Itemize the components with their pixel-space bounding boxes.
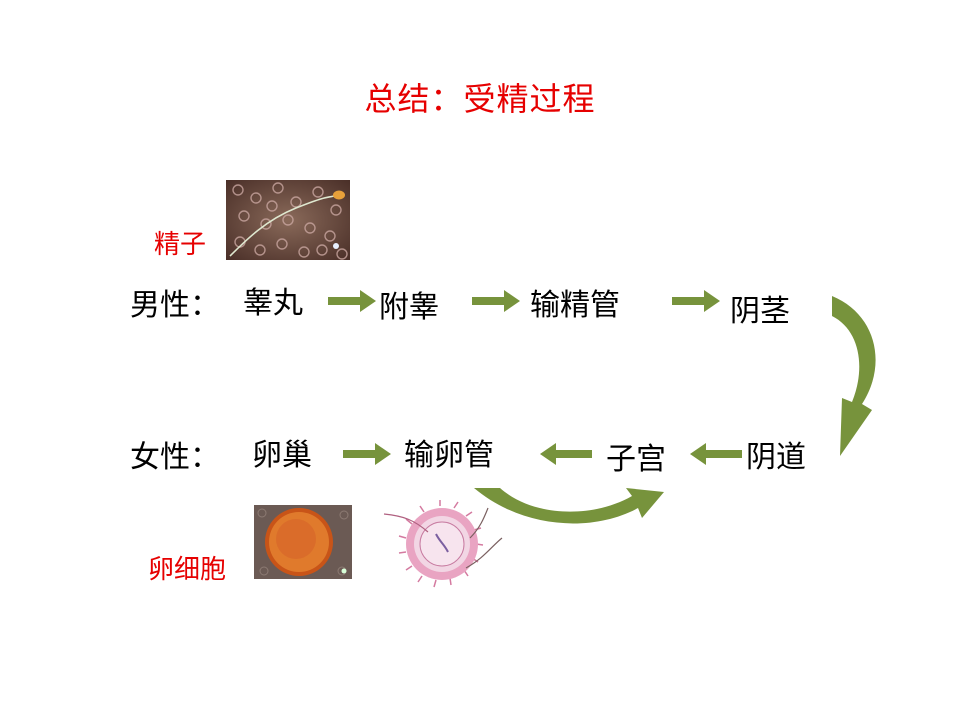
male-label: 男性： (130, 288, 220, 323)
arrow-right-icon (328, 290, 376, 312)
female-step-oviduct: 输卵管 (404, 438, 494, 473)
male-step-testis: 睾丸 (243, 286, 303, 321)
curved-arrow-down-icon (832, 296, 876, 456)
female-step-vagina: 阴道 (746, 440, 806, 475)
arrow-right-icon (672, 290, 720, 312)
arrow-right-icon (343, 443, 391, 465)
male-step-penis: 阴茎 (730, 294, 790, 329)
male-step-vas-deferens: 输精管 (530, 288, 620, 323)
egg-cell-photo (254, 505, 352, 579)
female-step-ovary: 卵巢 (252, 438, 312, 473)
arrow-left-icon (690, 443, 742, 465)
sperm-label: 精子 (154, 230, 207, 260)
fertilization-illustration (383, 500, 503, 588)
page-title: 总结：受精过程 (364, 80, 596, 118)
curved-arrow-up-icon (474, 488, 664, 524)
female-label: 女性： (130, 440, 220, 475)
arrow-right-icon (472, 290, 520, 312)
female-step-uterus: 子宫 (606, 442, 666, 477)
male-step-epididymis: 附睾 (379, 290, 439, 325)
arrow-left-icon (540, 443, 592, 465)
egg-label: 卵细胞 (148, 555, 227, 585)
sperm-photo (226, 180, 350, 260)
